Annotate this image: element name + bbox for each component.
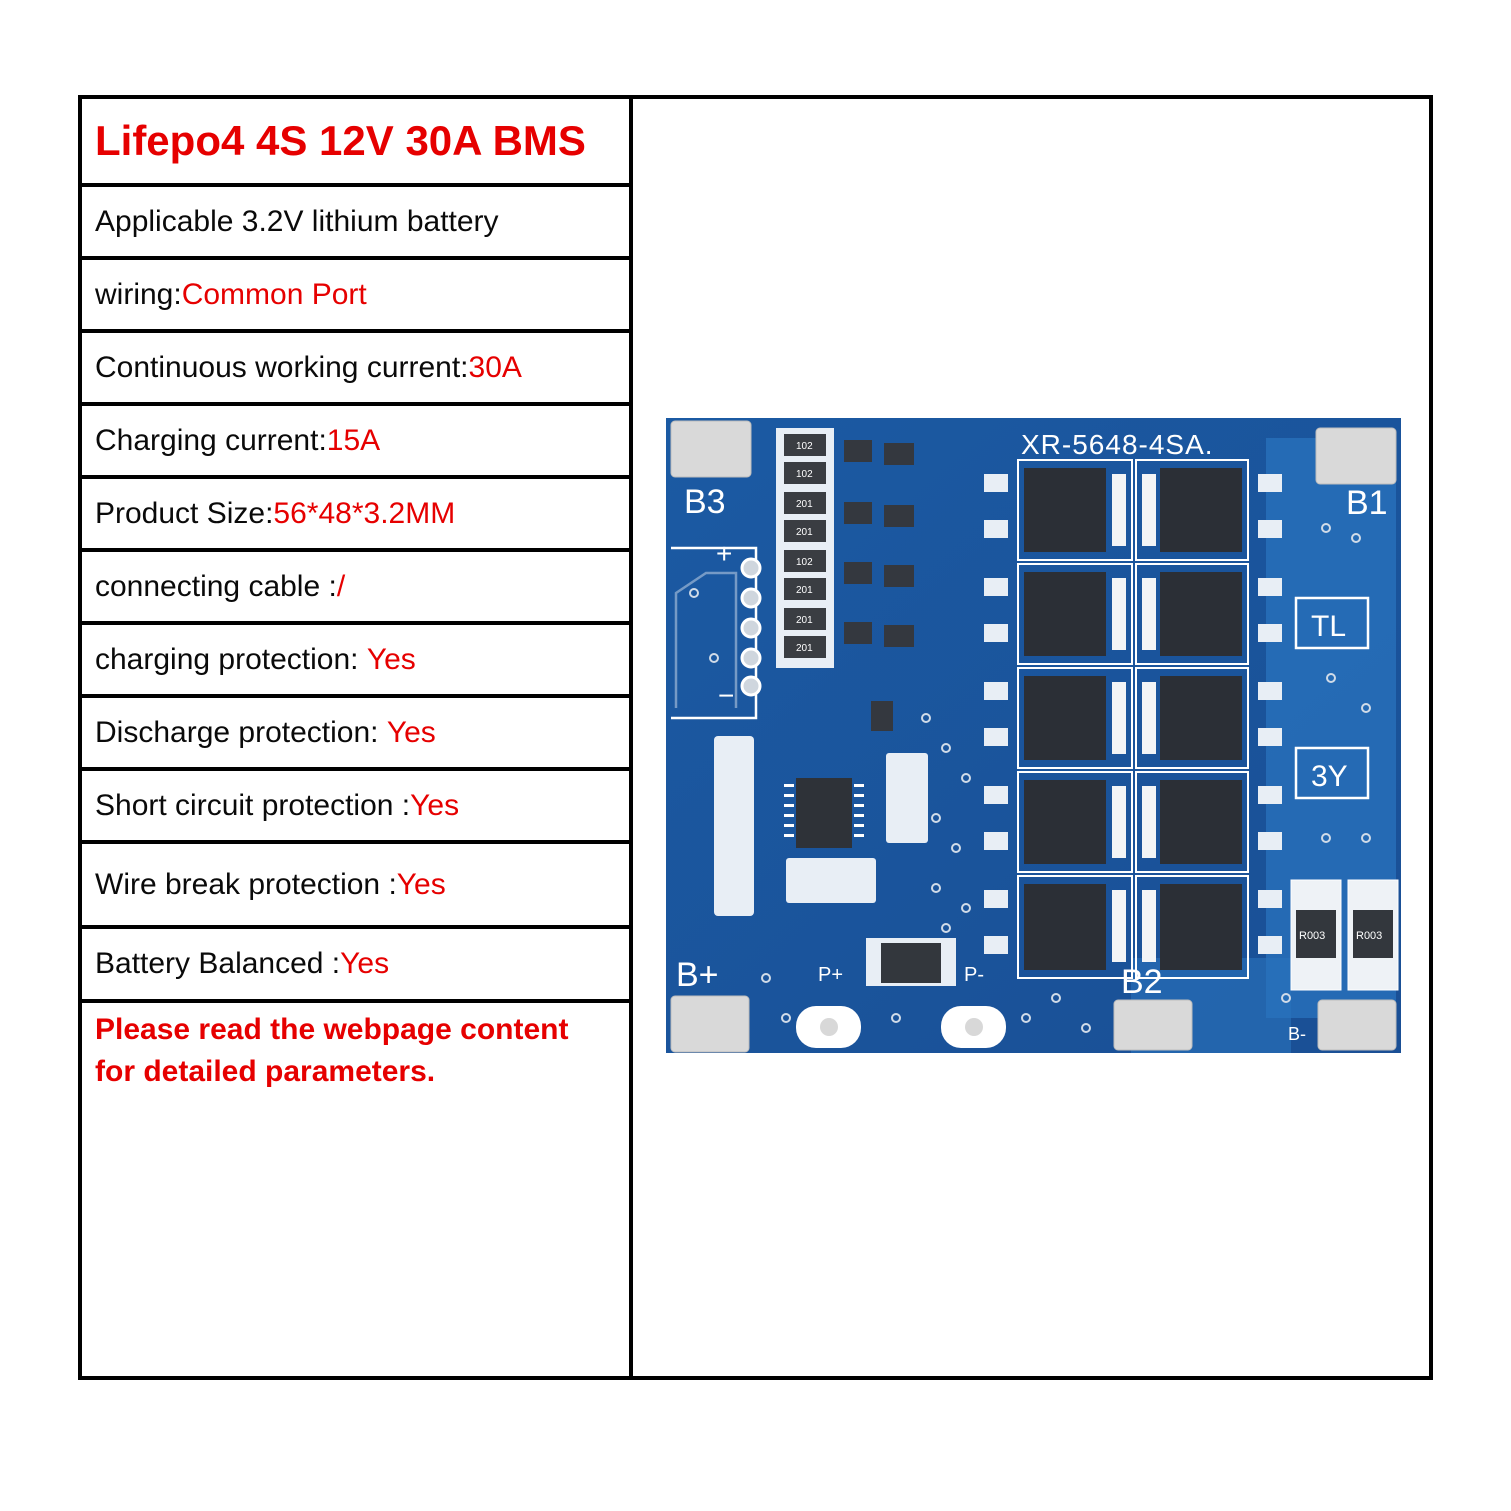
spec-value: Common Port bbox=[181, 277, 367, 311]
spec-row-product-size: Product Size:56*48*3.2MM bbox=[82, 479, 629, 552]
b2-label: B2 bbox=[1121, 963, 1163, 1001]
svg-text:R003: R003 bbox=[1299, 930, 1325, 942]
shunt-resistors: R003 R003 bbox=[1290, 879, 1399, 991]
spec-table: Lifepo4 4S 12V 30A BMS Applicable 3.2V l… bbox=[78, 95, 1433, 1380]
spec-value: Yes bbox=[366, 642, 416, 676]
spec-value: Yes bbox=[396, 867, 446, 901]
svg-text:201: 201 bbox=[796, 499, 813, 510]
b1-label: B1 bbox=[1346, 484, 1388, 522]
svg-text:102: 102 bbox=[796, 469, 813, 480]
svg-text:R003: R003 bbox=[1356, 930, 1382, 942]
spec-row-battery-balanced: Battery Balanced :Yes bbox=[82, 929, 629, 1003]
p-minus-label: P- bbox=[964, 964, 984, 986]
spec-row-discharge-protection: Discharge protection: Yes bbox=[82, 698, 629, 771]
spec-row-applicable-battery: Applicable 3.2V lithium battery bbox=[82, 187, 629, 260]
spec-label: wiring: bbox=[95, 277, 182, 311]
solder-pads bbox=[670, 420, 1397, 1053]
spec-value: 30A bbox=[468, 350, 522, 384]
image-column: B3 B1 B+ B2 P+ P- B- XR-5648-4SA. + − bbox=[633, 99, 1429, 1376]
spec-label: Applicable 3.2V lithium battery bbox=[95, 204, 499, 238]
svg-text:102: 102 bbox=[796, 557, 813, 568]
plus-mark: + bbox=[716, 538, 732, 569]
spec-label: Product Size: bbox=[95, 496, 274, 530]
spec-value: 56*48*3.2MM bbox=[273, 496, 456, 530]
spec-label: Discharge protection: bbox=[95, 715, 387, 749]
spec-row-charging-current: Charging current:15A bbox=[82, 406, 629, 479]
svg-text:201: 201 bbox=[796, 527, 813, 538]
svg-text:201: 201 bbox=[796, 615, 813, 626]
3y-mark: 3Y bbox=[1311, 760, 1348, 793]
mosfet-grid bbox=[1017, 459, 1249, 979]
p-plus-label: P+ bbox=[818, 964, 843, 986]
spec-row-continuous-current: Continuous working current:30A bbox=[82, 333, 629, 406]
b-plus-label: B+ bbox=[676, 956, 719, 994]
spec-label: Battery Balanced : bbox=[95, 947, 341, 980]
minus-mark: − bbox=[718, 680, 734, 711]
b-minus-label: B- bbox=[1288, 1024, 1306, 1044]
spec-row-wire-break-protection: Wire break protection :Yes bbox=[82, 844, 629, 929]
diode bbox=[881, 943, 941, 983]
spec-label: charging protection: bbox=[95, 642, 367, 676]
tl-mark: TL bbox=[1311, 610, 1346, 643]
product-title: Lifepo4 4S 12V 30A BMS bbox=[82, 99, 629, 187]
spec-value: Yes bbox=[386, 715, 436, 749]
spec-label: Wire break protection : bbox=[95, 867, 397, 901]
spec-row-wiring: wiring:Common Port bbox=[82, 260, 629, 333]
detail-note: Please read the webpage content for deta… bbox=[95, 1013, 569, 1088]
spec-value: / bbox=[336, 569, 346, 603]
mosfets bbox=[1024, 468, 1242, 970]
spec-row-connecting-cable: connecting cable :/ bbox=[82, 552, 629, 625]
board-model-label: XR-5648-4SA. bbox=[1021, 429, 1214, 460]
svg-text:201: 201 bbox=[796, 585, 813, 596]
svg-text:102: 102 bbox=[796, 441, 813, 452]
b3-label: B3 bbox=[684, 483, 726, 521]
bms-board-image: B3 B1 B+ B2 P+ P- B- XR-5648-4SA. + − bbox=[666, 418, 1406, 1058]
spec-label: Continuous working current: bbox=[95, 350, 469, 384]
spec-label: connecting cable : bbox=[95, 569, 337, 603]
balance-connector bbox=[740, 557, 762, 697]
spec-row-short-circuit-protection: Short circuit protection :Yes bbox=[82, 771, 629, 844]
svg-text:201: 201 bbox=[796, 643, 813, 654]
spec-value: 15A bbox=[326, 423, 381, 457]
spec-value: Yes bbox=[410, 788, 460, 822]
spec-row-charging-protection: charging protection: Yes bbox=[82, 625, 629, 698]
control-ic bbox=[796, 778, 852, 848]
spec-column: Lifepo4 4S 12V 30A BMS Applicable 3.2V l… bbox=[82, 99, 633, 1376]
spec-value: Yes bbox=[340, 947, 390, 980]
spec-label: Short circuit protection : bbox=[95, 788, 411, 822]
spec-label: Charging current: bbox=[95, 423, 327, 457]
